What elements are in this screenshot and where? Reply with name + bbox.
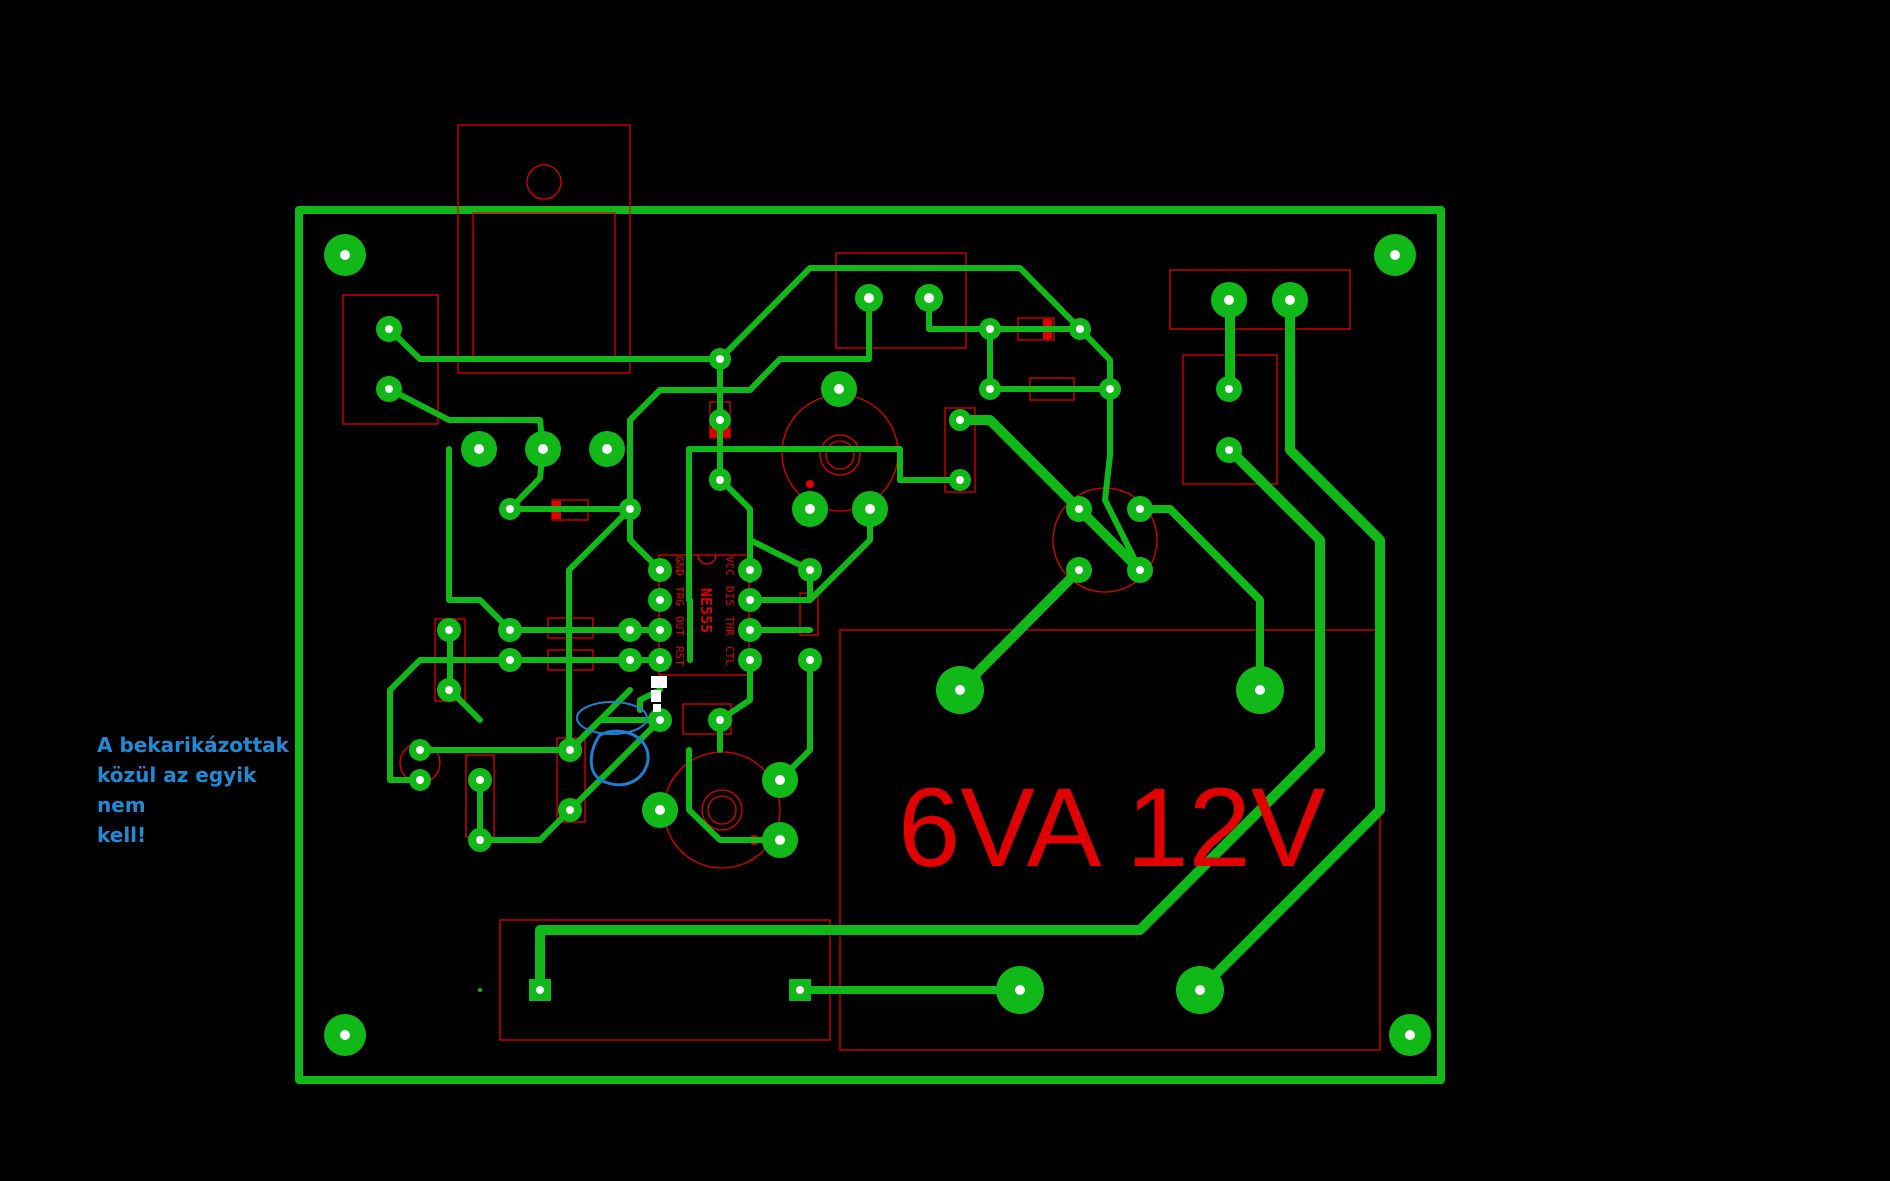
rating-label: 6VA 12V (898, 765, 1326, 890)
annotation-note: A bekarikázottak közül az egyik nem kell… (97, 730, 297, 850)
ic-pin-label: RST (673, 646, 686, 666)
ic-pin-label: DIS (723, 586, 736, 606)
board-outline (295, 206, 1445, 1084)
output-connector-outline (1169, 269, 1351, 330)
pot-outline-bottom (663, 751, 781, 869)
regulator-outline (457, 124, 631, 374)
ic-pin-label: GND (673, 556, 686, 576)
pot-outline-top (781, 394, 899, 512)
annotation-line: kell! (97, 823, 147, 847)
annotation-line: A bekarikázottak (97, 733, 289, 757)
annotation-marks (478, 676, 667, 992)
transformer-outline (839, 629, 1381, 1051)
ic-pin-label: CTL (723, 646, 736, 666)
ic-pin-label: TRG (673, 586, 686, 606)
ic-part-label: NE555 (697, 588, 715, 633)
ic-pin-labels: GND TRG OUT RST VCC DIS THR CTL NE555 (673, 556, 736, 666)
ic-pin-label: VCC (723, 556, 736, 576)
ic-pin-label: THR (723, 616, 736, 636)
connector-top-outline (835, 252, 967, 349)
fuse-outline (499, 919, 831, 1041)
ic-pin-label: OUT (673, 616, 686, 636)
pads (324, 234, 1431, 1056)
ic-outline (658, 554, 750, 676)
annotation-line: közül az egyik nem (97, 763, 257, 817)
silkscreen-layer (342, 124, 1381, 1051)
